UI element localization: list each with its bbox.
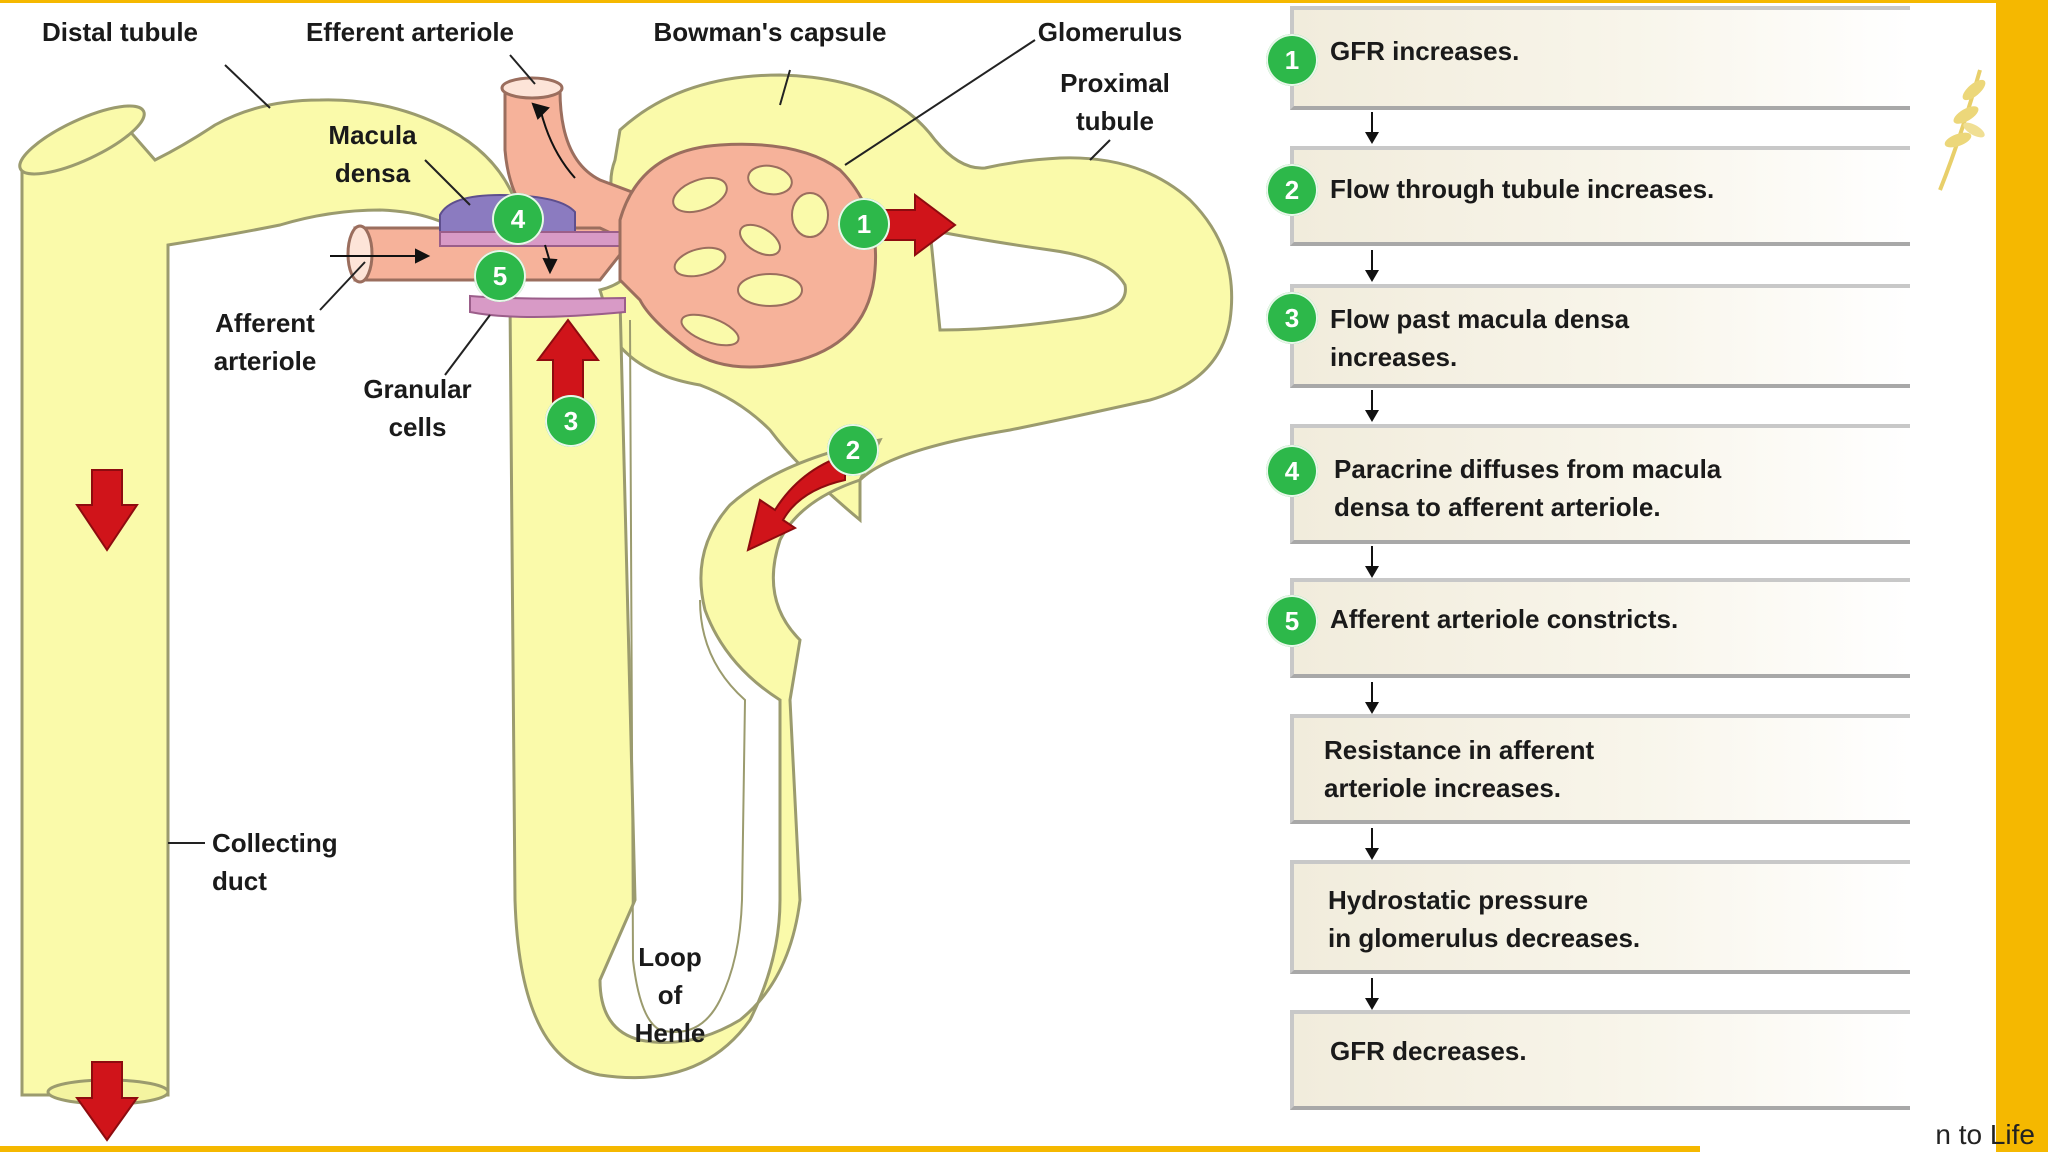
proximal-loop-inner <box>928 228 1127 332</box>
efferent-arteriole-opening <box>500 76 564 100</box>
step-badge-3: 3 <box>1266 292 1318 344</box>
collecting-duct-top-opening <box>18 104 146 176</box>
step-box-8 <box>1290 1010 1910 1110</box>
label-granular-cells: Granular cells <box>363 374 472 442</box>
step-box-6 <box>1290 714 1910 824</box>
step-arrow-5 <box>1362 682 1382 716</box>
top-accent-strip <box>0 0 1996 3</box>
step-text-5: Afferent arteriole constricts. <box>1330 604 1679 634</box>
red-flow-arrows <box>75 193 957 1142</box>
step-box-7 <box>1290 860 1910 974</box>
step-text-8: GFR decreases. <box>1330 1036 1527 1066</box>
step-badge-5: 5 <box>1266 595 1318 647</box>
wheat-logo-icon <box>1938 69 1986 191</box>
step-arrow-7 <box>1362 978 1382 1012</box>
collecting-duct-shape <box>20 98 522 1097</box>
leader-lines <box>168 39 1111 844</box>
label-distal-tubule: Distal tubule <box>41 17 198 47</box>
step-arrow-2 <box>1362 250 1382 284</box>
step-box-4 <box>1290 424 1910 544</box>
right-accent-bar <box>1996 0 2048 1152</box>
step-arrow-1 <box>1362 112 1382 146</box>
step-arrow-4 <box>1362 546 1382 580</box>
collecting-duct-flow-arrow <box>75 469 139 552</box>
diagram-badge-3: 3 <box>545 395 597 447</box>
step-text-1: GFR increases. <box>1330 36 1520 66</box>
step-text-2: Flow through tubule increases. <box>1330 174 1715 204</box>
step-text-3: Flow past macula densa increases. <box>1330 304 1630 372</box>
label-collecting-duct: Collecting duct <box>212 828 338 896</box>
glomerulus-capillary-holes <box>672 164 829 347</box>
label-glomerulus: Glomerulus <box>1037 17 1183 47</box>
step-text-6: Resistance in afferent arteriole increas… <box>1324 735 1595 803</box>
label-proximal-tubule: Proximal tubule <box>1060 68 1170 136</box>
diagram-badge-4: 4 <box>492 193 544 245</box>
diagram-badge-2: 2 <box>827 424 879 476</box>
proximal-tubule-flow-arrow <box>746 453 846 552</box>
step-box-2 <box>1290 146 1910 246</box>
label-loop-of-henle: Loop of Henle <box>634 942 706 1048</box>
step-text-4: Paracrine diffuses from macula densa to … <box>1334 454 1722 522</box>
diagram-badge-1: 1 <box>838 198 890 250</box>
label-macula-densa: Macula densa <box>328 120 417 188</box>
footer-tagline: n to Life <box>1935 1119 2035 1150</box>
step-arrow-3 <box>1362 390 1382 424</box>
diagram-badge-5: 5 <box>474 250 526 302</box>
afferent-arteriole-opening <box>346 224 374 284</box>
flow-direction-arrows <box>330 102 576 275</box>
label-bowmans-capsule: Bowman's capsule <box>653 17 887 47</box>
step-text-7: Hydrostatic pressure in glomerulus decre… <box>1328 885 1641 953</box>
step-badge-1: 1 <box>1266 34 1318 86</box>
step-box-5 <box>1290 578 1910 678</box>
step-box-3 <box>1290 284 1910 388</box>
step-arrow-6 <box>1362 828 1382 862</box>
loop-of-henle-inner <box>629 319 747 1033</box>
bottom-accent-strip <box>0 1146 1700 1152</box>
label-efferent-arteriole: Efferent arteriole <box>305 17 515 47</box>
right-white-panel <box>1934 40 1996 1110</box>
label-afferent-arteriole: Afferent arteriole <box>213 308 317 376</box>
step-badge-2: 2 <box>1266 164 1318 216</box>
step-box-1 <box>1290 6 1910 110</box>
collecting-duct-exit-arrow <box>75 1061 139 1142</box>
step-badge-4: 4 <box>1266 445 1318 497</box>
